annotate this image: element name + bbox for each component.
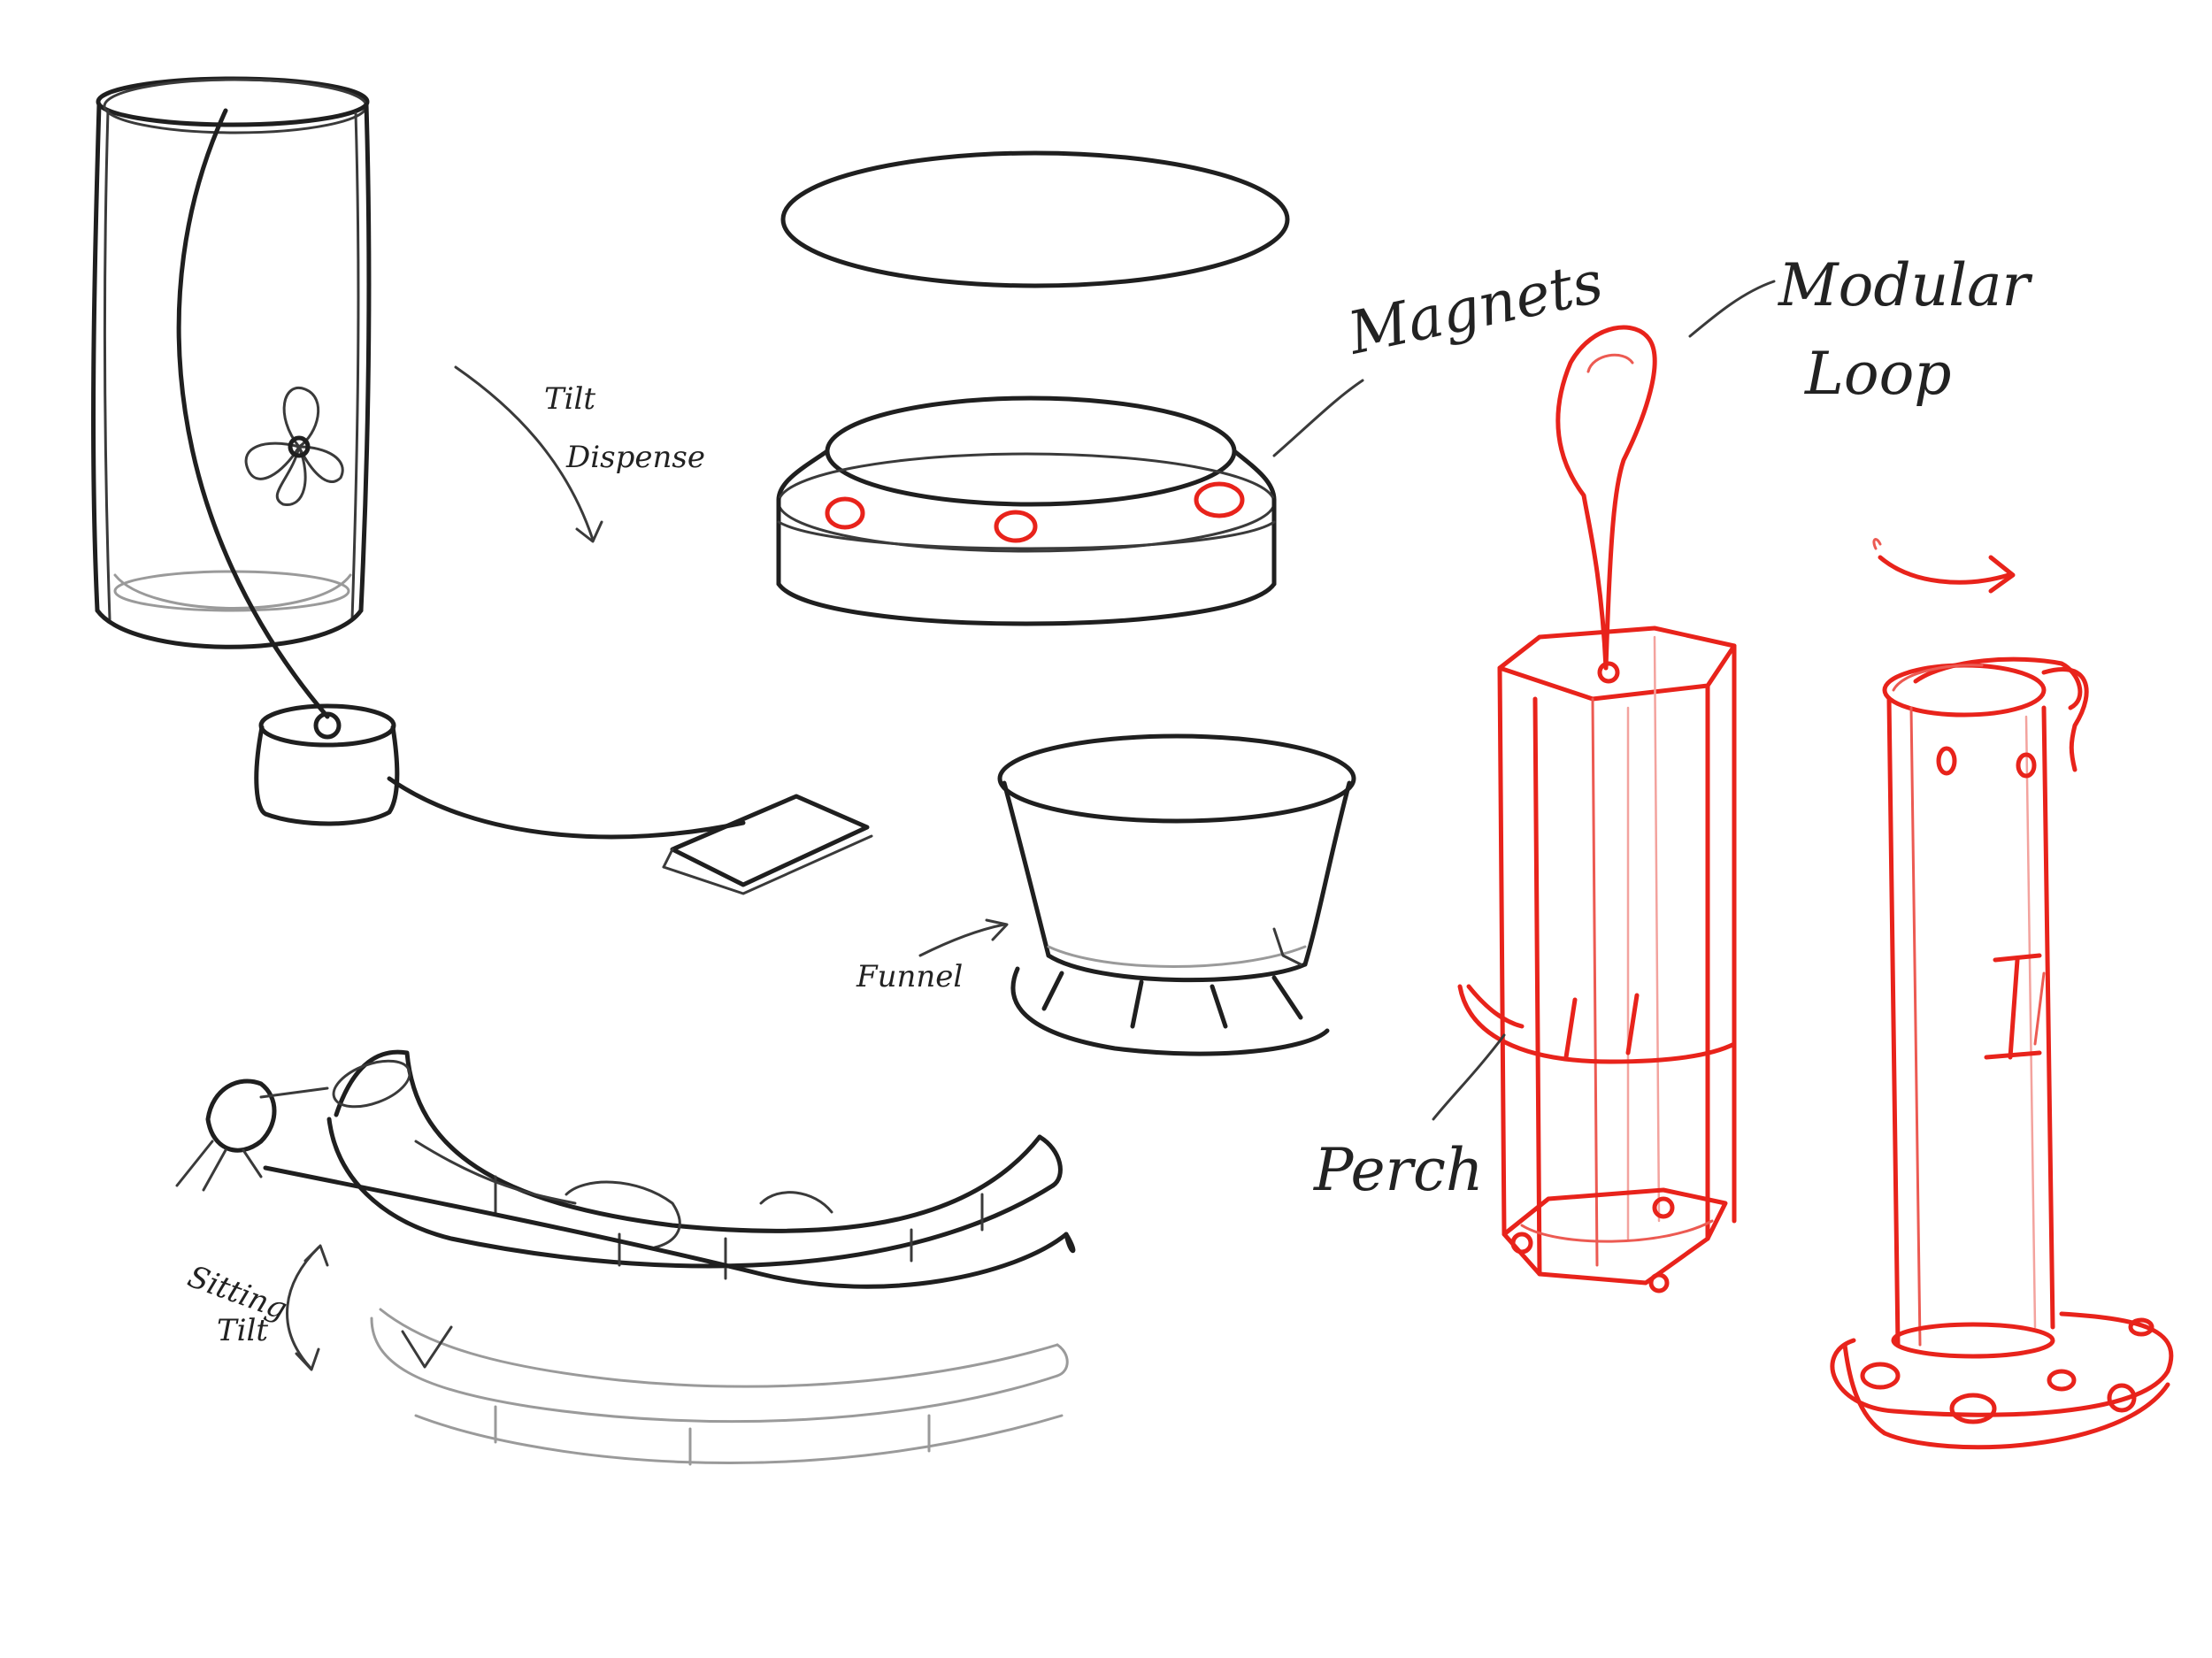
modular-loop-label-line2: Loop — [1804, 340, 1952, 408]
magnet-ring-sketch: Magnets — [776, 150, 1609, 626]
funnel-cup-sketch: Funnel — [856, 733, 1356, 1056]
magnet-right-icon — [1194, 481, 1245, 518]
tilted-perch-ghost-sketch — [370, 1308, 1069, 1466]
round-tube-feeder-sketch — [1830, 538, 2174, 1450]
modular-loop-callout: Modular Loop — [1688, 251, 2033, 408]
curved-perch-sketch: Sitting Tilt — [175, 1049, 1076, 1371]
magnet-center-icon — [994, 510, 1038, 543]
hummingbird-icon — [175, 1078, 329, 1192]
perch-label: Perch — [1313, 1136, 1484, 1204]
flower-sticker-icon — [244, 386, 344, 506]
sitting-tilt-label-line2: Tilt — [217, 1313, 268, 1348]
magnet-left-icon — [825, 496, 865, 530]
hex-tube-feeder-sketch: Perch — [1313, 325, 1737, 1293]
funnel-label: Funnel — [856, 959, 963, 994]
dispenser-puck-sketch — [254, 703, 873, 895]
magnets-label: Magnets — [1341, 248, 1609, 368]
modular-loop-label-line1: Modular — [1778, 251, 2033, 319]
tilt-dispense-label-line2: Dispense — [565, 440, 705, 475]
cylinder-feeder-sketch — [91, 76, 372, 719]
tilt-dispense-callout: Tilt Dispense — [454, 365, 705, 543]
tilt-dispense-label-line1: Tilt — [544, 381, 595, 417]
